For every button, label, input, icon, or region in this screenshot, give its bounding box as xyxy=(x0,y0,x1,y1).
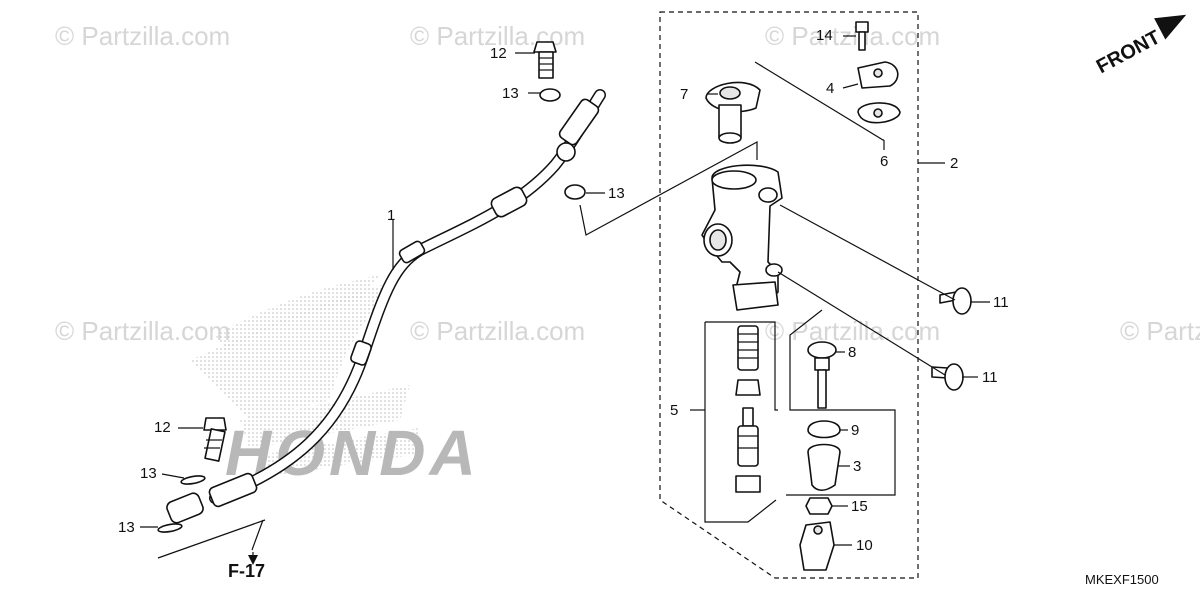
callout-labels: 12 13 13 1 12 13 13 7 14 4 6 2 11 11 8 5… xyxy=(118,27,1009,554)
callout-8: 8 xyxy=(848,344,856,361)
reservoir-joint xyxy=(705,81,761,144)
front-indicator: FRONT xyxy=(1093,14,1187,78)
callout-11: 11 xyxy=(982,369,998,386)
assembly-boundary xyxy=(659,11,919,579)
master-cylinder-body xyxy=(701,164,783,311)
callout-13: 13 xyxy=(608,185,625,202)
piston-set xyxy=(735,325,761,493)
callout-11: 11 xyxy=(993,294,1009,311)
watermark-text: © Partzilla.com xyxy=(55,21,230,51)
master-cylinder-boot xyxy=(807,443,841,492)
banjo-bolt-upper xyxy=(533,41,557,79)
callout-12: 12 xyxy=(490,45,507,62)
mounting-bolt xyxy=(931,363,964,391)
callout-3: 3 xyxy=(853,458,861,475)
sealing-washer xyxy=(539,88,561,102)
watermark-text: © Partzilla.com xyxy=(1120,316,1200,346)
watermark-text: © Partzilla.com xyxy=(765,316,940,346)
callout-9: 9 xyxy=(851,422,859,439)
callout-1: 1 xyxy=(387,207,395,224)
reference-label: F-17 xyxy=(228,561,265,581)
callout-7: 7 xyxy=(680,86,688,103)
honda-wing-logo: HONDA xyxy=(190,275,476,489)
front-arrow-icon xyxy=(1154,14,1187,40)
diagram-code: MKEXF1500 xyxy=(1085,572,1159,587)
callout-10: 10 xyxy=(856,537,873,554)
leader-lines xyxy=(140,35,990,559)
callout-5: 5 xyxy=(670,402,678,419)
circlip xyxy=(807,420,841,439)
callout-15: 15 xyxy=(851,498,868,515)
reference-arrow xyxy=(248,552,258,565)
cover-screw xyxy=(855,21,869,51)
callout-12: 12 xyxy=(154,419,171,436)
callout-13: 13 xyxy=(140,465,157,482)
callout-13: 13 xyxy=(118,519,135,536)
push-rod-clevis xyxy=(799,521,835,571)
joint-nut xyxy=(805,497,833,515)
callout-14: 14 xyxy=(816,27,833,44)
push-rod xyxy=(807,341,837,409)
callout-4: 4 xyxy=(826,80,834,97)
watermark-text: © Partzilla.com xyxy=(410,316,585,346)
reservoir-cover xyxy=(857,61,899,89)
sealing-washer xyxy=(157,523,183,533)
callout-13: 13 xyxy=(502,85,519,102)
brake-hose xyxy=(166,89,606,524)
sealing-washer xyxy=(180,475,206,485)
mounting-bolt xyxy=(939,287,972,315)
watermark-text: © Partzilla.com xyxy=(55,316,230,346)
cover-diaphragm xyxy=(857,102,901,124)
sealing-washer xyxy=(564,184,586,200)
callout-2: 2 xyxy=(950,155,958,172)
callout-6: 6 xyxy=(880,153,888,170)
banjo-bolt-lower xyxy=(203,417,227,462)
front-label: FRONT xyxy=(1093,26,1164,78)
watermark-text: © Partzilla.com xyxy=(410,21,585,51)
watermarks: © Partzilla.com © Partzilla.com © Partzi… xyxy=(55,21,1200,346)
